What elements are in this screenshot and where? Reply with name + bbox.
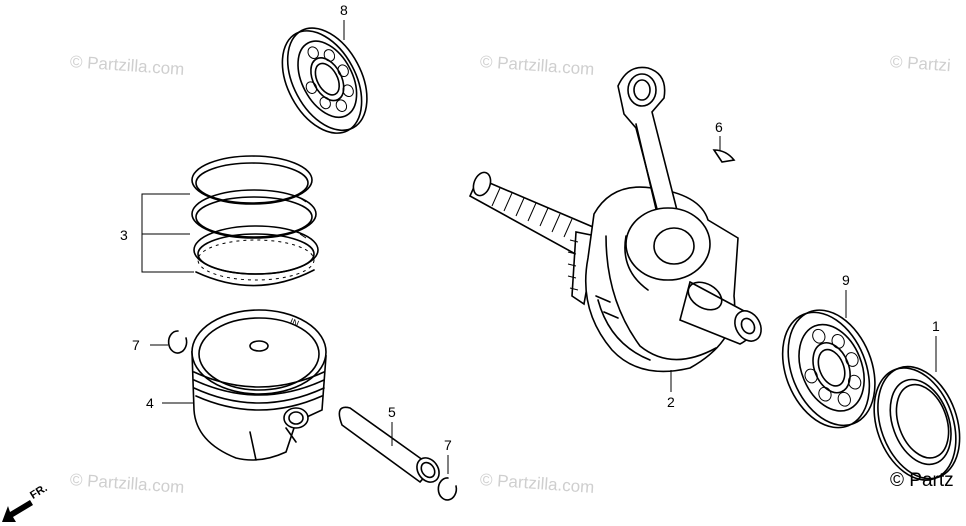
clip-right[interactable] <box>437 477 458 501</box>
piston-rings[interactable] <box>191 155 319 287</box>
callout-6[interactable]: 6 <box>715 119 723 135</box>
callout-7-left[interactable]: 7 <box>132 337 140 353</box>
key[interactable] <box>712 149 736 163</box>
callout-4[interactable]: 4 <box>146 395 154 411</box>
leader-lines <box>141 20 937 474</box>
piston-crown-mark: IN <box>288 316 300 329</box>
piston-pin[interactable] <box>338 406 443 486</box>
crankshaft[interactable] <box>468 66 766 373</box>
front-arrow-icon <box>2 500 33 522</box>
oil-seal[interactable] <box>859 355 966 491</box>
callout-3[interactable]: 3 <box>120 227 128 243</box>
clip-left[interactable] <box>167 330 188 354</box>
piston[interactable] <box>191 309 327 461</box>
callout-9[interactable]: 9 <box>842 272 850 288</box>
callout-8[interactable]: 8 <box>340 2 348 18</box>
callout-7-right[interactable]: 7 <box>444 437 452 453</box>
copyright-text: © Partz <box>890 470 954 491</box>
bearing-right[interactable] <box>766 297 891 440</box>
callout-5[interactable]: 5 <box>388 404 396 420</box>
callout-1[interactable]: 1 <box>932 318 940 334</box>
callout-2[interactable]: 2 <box>667 394 675 410</box>
bearing-top[interactable] <box>266 15 383 147</box>
